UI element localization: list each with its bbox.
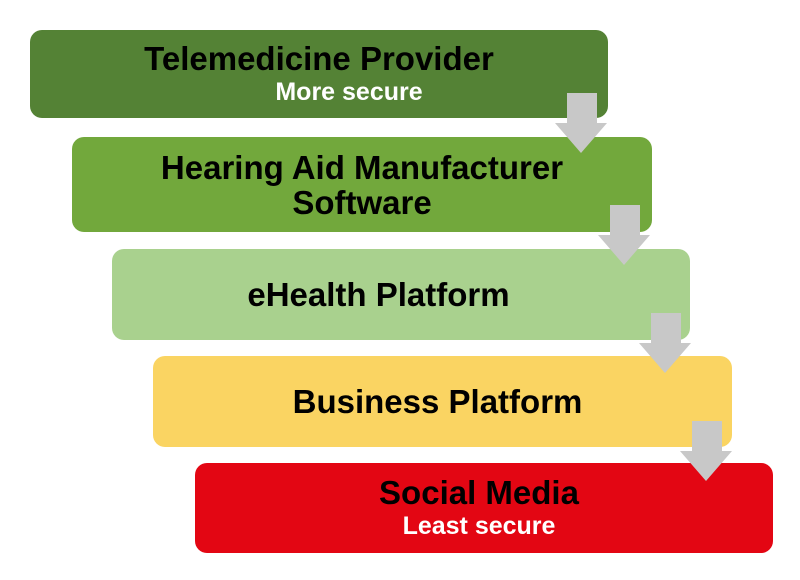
- level-2-box: Hearing Aid Manufacturer Software: [72, 137, 652, 232]
- level-5-box: Social Media Least secure: [195, 463, 773, 553]
- level-2-title: Hearing Aid Manufacturer Software: [160, 148, 564, 221]
- down-arrow-icon: [639, 313, 691, 373]
- down-arrow-icon: [680, 421, 732, 481]
- down-arrow-icon: [555, 93, 607, 153]
- level-3-box: eHealth Platform: [112, 249, 690, 340]
- level-1-title: Telemedicine Provider: [144, 40, 494, 77]
- down-arrow-icon: [598, 205, 650, 265]
- level-1-box: Telemedicine Provider More secure: [30, 30, 608, 118]
- level-3-title: eHealth Platform: [247, 275, 510, 313]
- level-1-subtitle: More secure: [275, 78, 423, 106]
- level-5-subtitle: Least secure: [402, 512, 556, 540]
- level-4-box: Business Platform: [153, 356, 732, 447]
- level-5-title: Social Media: [379, 474, 579, 511]
- level-4-title: Business Platform: [292, 382, 583, 420]
